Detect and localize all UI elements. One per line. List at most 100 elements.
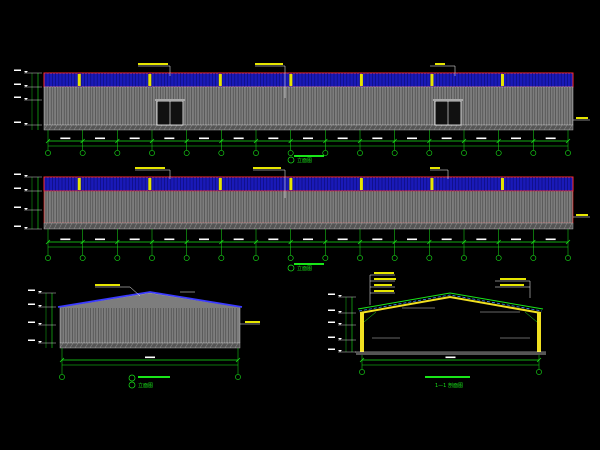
- grid-axis-bubble-icon: [495, 255, 502, 261]
- hatch-line: [363, 124, 368, 131]
- rear-elevation: 立面图: [14, 167, 590, 272]
- hatch-line: [224, 342, 229, 349]
- hatch-line: [88, 124, 93, 131]
- level-text-block: [14, 96, 21, 98]
- grid-axis-bubble-icon: [565, 255, 571, 261]
- grid-axis-bubble-icon: [322, 255, 329, 261]
- hatch-line: [408, 222, 413, 230]
- hatch-line: [563, 222, 568, 230]
- level-text-block: [14, 83, 21, 85]
- hatch-line: [104, 342, 109, 349]
- hatch-line: [393, 222, 398, 230]
- grid-axis-bubble-icon: [114, 150, 121, 156]
- brick-plinth: [43, 124, 574, 131]
- plinth-hatch: [43, 222, 573, 230]
- hatch-line: [88, 222, 93, 230]
- annotation-text-blocks: [135, 167, 440, 169]
- hatch-line: [153, 222, 158, 230]
- hatch-line: [338, 222, 343, 230]
- hatch-line: [523, 222, 528, 230]
- grid-axis-bubble-icon: [565, 150, 571, 156]
- plinth-hatch: [59, 342, 239, 349]
- hatch-line: [313, 124, 318, 131]
- dim-tick: [253, 138, 259, 144]
- hatch-line: [79, 342, 84, 349]
- hatch-line: [178, 222, 183, 230]
- hatch-line: [68, 124, 73, 131]
- dim-tick: [115, 138, 120, 144]
- grid-axis-bubble-icon: [45, 255, 51, 261]
- hatch-line: [328, 222, 333, 230]
- column-marker: [77, 74, 81, 86]
- hatch-line: [373, 222, 378, 230]
- dim-tick: [253, 239, 259, 245]
- grid-axis-bubble-icon: [322, 150, 329, 156]
- hatch-line: [248, 222, 253, 230]
- hatch-line: [53, 222, 58, 230]
- hatch-line: [109, 342, 114, 349]
- hatch-line: [368, 222, 373, 230]
- hatch-line: [493, 124, 498, 131]
- hatch-line: [78, 124, 83, 131]
- hatch-line: [234, 342, 239, 349]
- dim-text-block: [545, 137, 556, 140]
- column-marker: [289, 178, 293, 190]
- hatch-line: [194, 342, 199, 349]
- hatch-line: [463, 222, 468, 230]
- hatch-line: [543, 222, 548, 230]
- hatch-line: [423, 222, 428, 230]
- hatch-line: [253, 124, 258, 131]
- hatch-line: [268, 222, 273, 230]
- view-caption: 立面图: [287, 263, 324, 272]
- dim-text-block: [441, 238, 452, 241]
- hatch-line: [383, 222, 388, 230]
- dim-tick: [359, 357, 365, 363]
- level-text-block: [328, 293, 335, 295]
- hatch-line: [358, 124, 363, 131]
- hatch-line: [503, 124, 508, 131]
- column-markers: [77, 178, 504, 190]
- right-note: [573, 214, 590, 218]
- hatch-line: [64, 342, 69, 349]
- hatch-line: [159, 342, 164, 349]
- level-text-block: [14, 69, 21, 71]
- grid-axis-bubble-icon: [391, 150, 398, 156]
- annotation-leaders: [95, 286, 260, 325]
- hatch-line: [193, 124, 198, 131]
- grid-axis-bubble-icon: [218, 150, 225, 156]
- dim-tick: [149, 239, 155, 245]
- level-text-block: [328, 309, 335, 311]
- level-triangle: [38, 291, 42, 293]
- hatch-line: [468, 222, 473, 230]
- level-triangle: [38, 305, 42, 307]
- hatch-line: [94, 342, 99, 349]
- hatch-line: [98, 222, 103, 230]
- hatch-line: [478, 124, 483, 131]
- level-triangle: [24, 208, 28, 210]
- hatch-line: [133, 222, 138, 230]
- hatch-line: [98, 124, 103, 131]
- hatch-line: [188, 124, 193, 131]
- dim-text-block: [445, 356, 456, 359]
- hatch-line: [179, 342, 184, 349]
- dim-text-block: [372, 238, 383, 241]
- elevation-marker-icon: [328, 293, 356, 353]
- hatch-line: [353, 222, 358, 230]
- dim-text-block: [60, 238, 71, 241]
- hatch-line: [513, 124, 518, 131]
- svg-text:立面图: 立面图: [297, 265, 312, 272]
- hatch-line: [123, 124, 128, 131]
- hatch-line: [158, 222, 163, 230]
- level-triangle: [24, 98, 28, 100]
- dim-text-block: [199, 238, 209, 241]
- hatch-line: [148, 222, 153, 230]
- hatch-line: [363, 222, 368, 230]
- dim-tick: [565, 138, 571, 144]
- hatch-line: [198, 222, 203, 230]
- hatch-line: [468, 124, 473, 131]
- hatch-line: [258, 124, 263, 131]
- grid-axis-bubble-icon: [79, 150, 86, 156]
- hatch-line: [283, 124, 288, 131]
- hatch-line: [388, 222, 393, 230]
- hatch-line: [184, 342, 189, 349]
